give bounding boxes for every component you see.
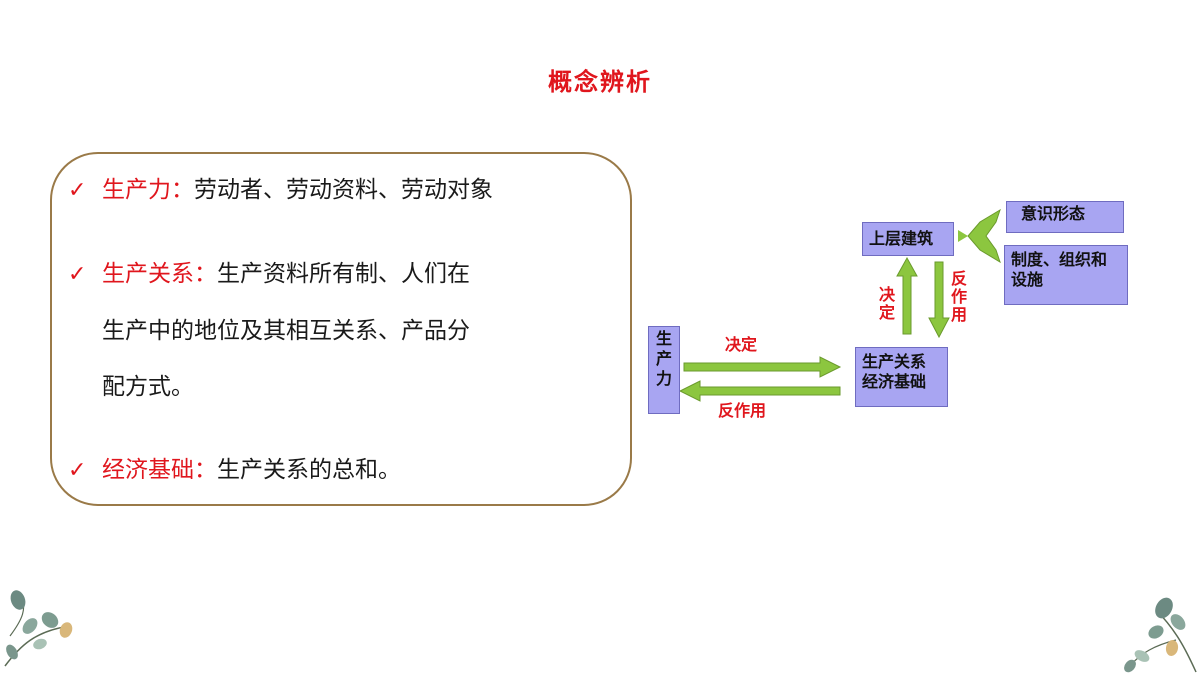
node-productive-forces: 生产力 [648,326,680,414]
node-label: 意识形态 [1021,204,1086,223]
check-icon: ✓ [68,262,87,287]
react-down-arrow [928,261,950,339]
concept-term: 经济基础： [102,457,217,483]
check-icon: ✓ [68,458,87,483]
leaf-decoration-icon [1124,597,1197,673]
concept-definition: 劳动者、劳动资料、劳动对象 [194,177,493,203]
node-ideology: 意识形态 [1006,201,1124,233]
concept-definition: 生产关系的总和。 [217,457,401,483]
node-label-line: 制度、组织和 [1011,250,1108,269]
concept-productive-forces: ✓ 生产力：劳动者、劳动资料、劳动对象 [68,162,618,219]
concept-box: ✓ 生产力：劳动者、劳动资料、劳动对象 ✓ 生产关系：生产资料所有制、人们在 生产中… [50,152,632,506]
concept-economic-base: ✓ 经济基础：生产关系的总和。 [68,442,618,499]
react-arrow [678,380,841,402]
concept-term: 生产力： [102,177,194,203]
leaf-decoration-icon [4,590,73,667]
brace-tip [958,230,968,242]
node-label: 生产力 [655,329,672,388]
node-label-line: 经济基础 [862,372,927,391]
slide-title: 概念辨析 [548,67,652,96]
react-vertical-label: 反作用 [950,269,967,324]
determine-up-arrow [896,256,918,335]
brace-arrow [967,208,1001,264]
concept-definition-line: 生产中的地位及其相互关系、产品分 [102,318,470,344]
node-label: 上层建筑 [869,229,934,248]
react-label: 反作用 [718,401,767,420]
concept-definition-line: 配方式。 [102,374,194,400]
determine-label: 决定 [725,335,758,354]
node-economic-base: 生产关系 经济基础 [855,347,948,407]
concept-definition: 生产资料所有制、人们在 [217,261,470,287]
node-label-line: 设施 [1011,270,1044,289]
determine-arrow [683,356,842,378]
node-label-line: 生产关系 [862,352,927,371]
node-institutions: 制度、组织和 设施 [1004,245,1128,305]
concept-term: 生产关系： [102,261,217,287]
check-icon: ✓ [68,178,87,203]
node-superstructure: 上层建筑 [862,222,954,256]
determine-vertical-label: 决定 [878,285,895,322]
concept-production-relations: ✓ 生产关系：生产资料所有制、人们在 生产中的地位及其相互关系、产品分 配方式。 [68,246,618,415]
